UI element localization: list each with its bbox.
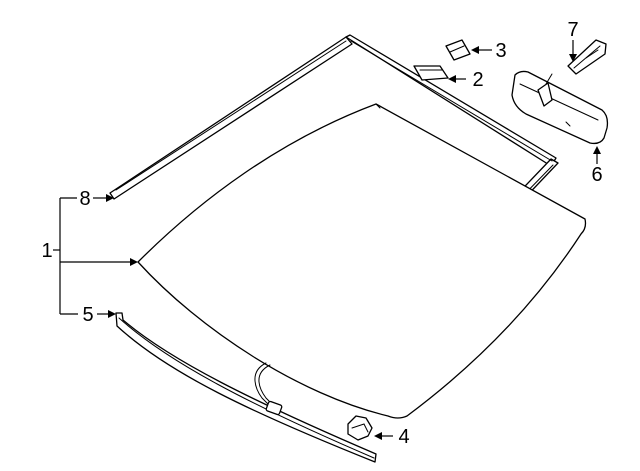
callout-5: 5 (82, 304, 93, 326)
callout-4: 4 (398, 426, 409, 448)
callout-2: 2 (472, 69, 483, 91)
leader-lines (53, 40, 601, 440)
callout-6: 6 (591, 164, 602, 186)
windshield-glass[interactable] (137, 103, 587, 419)
lower-moulding[interactable] (115, 312, 377, 463)
mirror-mount-base[interactable] (413, 65, 449, 81)
sensor-bracket[interactable] (347, 415, 373, 441)
mirror-bracket-clip[interactable] (567, 39, 607, 75)
callout-7: 7 (567, 19, 578, 41)
callout-1: 1 (41, 240, 52, 262)
callout-8: 8 (79, 188, 90, 210)
sensor-wire-harness[interactable] (254, 362, 283, 416)
rear-view-mirror[interactable] (511, 70, 609, 145)
callout-3: 3 (495, 40, 506, 62)
mirror-mount-cover[interactable] (445, 39, 471, 61)
